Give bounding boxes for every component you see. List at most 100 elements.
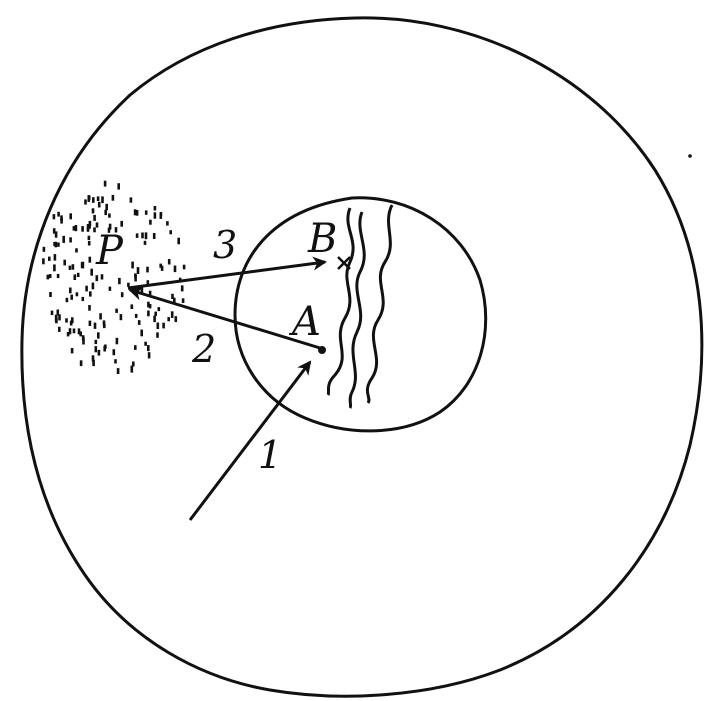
- stipple-dot: [118, 278, 121, 284]
- stipple-dot: [134, 345, 137, 350]
- stipple-dot: [134, 273, 137, 277]
- stipple-dot: [144, 342, 147, 346]
- stipple-dot: [181, 285, 184, 291]
- stipple-dot: [96, 222, 99, 227]
- stipple-dot: [90, 269, 93, 276]
- stipple-dot: [92, 283, 95, 290]
- stipple-dot: [89, 257, 92, 263]
- stipple-dot: [145, 210, 148, 214]
- stipple-dot: [49, 292, 52, 297]
- stipple-dot: [148, 352, 151, 358]
- stipple-dot: [82, 262, 85, 269]
- stipple-dot: [98, 202, 101, 208]
- stipple-dot: [57, 310, 60, 316]
- stipple-dot: [135, 314, 138, 318]
- stipple-dot: [103, 324, 106, 328]
- stipple-dot: [79, 331, 82, 336]
- stipple-dot: [131, 366, 134, 373]
- stipple-dot: [82, 338, 85, 345]
- stipple-dot: [53, 264, 56, 271]
- stipple-dot: [82, 297, 85, 301]
- stipple-dot: [115, 309, 118, 313]
- stipple-dot: [71, 348, 74, 353]
- stipple-dot: [77, 273, 80, 277]
- stipple-dot: [120, 221, 123, 227]
- stipple-dot: [74, 274, 77, 280]
- stipple-dot: [65, 318, 68, 322]
- stipple-dot: [43, 247, 46, 252]
- stipple-dot: [98, 350, 101, 356]
- stipple-dot: [81, 226, 84, 232]
- stipple-dot: [171, 311, 174, 318]
- label-point-a: A: [288, 299, 321, 345]
- stipple-dot: [104, 345, 107, 349]
- stipple-dot: [101, 274, 104, 279]
- stipple-dot: [159, 264, 162, 268]
- stipple-dot: [127, 283, 130, 287]
- stipple-dot: [87, 227, 90, 232]
- stipple-dot: [95, 340, 98, 344]
- stipple-dot: [113, 349, 116, 355]
- stipple-dot: [54, 254, 57, 261]
- stipple-dot: [144, 241, 147, 245]
- stipple-dot: [174, 266, 177, 273]
- label-arrow-1: 1: [258, 433, 282, 477]
- stipple-dot: [69, 213, 72, 219]
- stipple-dot: [57, 274, 60, 278]
- stipple-dot: [92, 197, 95, 203]
- stipple-dot: [48, 257, 51, 261]
- stipple-dot: [73, 329, 76, 334]
- stipple-dot: [156, 332, 159, 337]
- stipple-dot: [175, 316, 178, 322]
- stipple-dot: [121, 292, 124, 297]
- stipple-dot: [145, 232, 148, 239]
- stipple-dot: [70, 295, 73, 300]
- stipple-dot: [160, 214, 163, 219]
- stipple-dot: [60, 215, 63, 221]
- stipple-dot: [140, 330, 143, 337]
- stipple-dot: [88, 305, 91, 311]
- stipple-dot: [63, 260, 66, 266]
- stipple-dot: [89, 291, 92, 296]
- stipple-dot: [73, 226, 76, 231]
- stipple-dot: [92, 208, 95, 213]
- stipple-dot: [105, 204, 108, 210]
- stipple-dot: [104, 181, 107, 187]
- stipple-dot: [69, 266, 72, 270]
- stipple-dot: [88, 241, 91, 246]
- stipple-dot: [182, 298, 185, 303]
- stipple-dot: [158, 307, 161, 311]
- stipple-dot: [89, 321, 92, 326]
- stipple-dot: [109, 287, 112, 291]
- stipple-dot: [147, 302, 150, 308]
- stipple-dot: [67, 332, 70, 336]
- stipple-dot: [55, 315, 58, 322]
- stipple-dot: [95, 346, 98, 352]
- stipple-dot: [169, 230, 172, 234]
- label-arrow-2: 2: [191, 327, 216, 371]
- point-a-dot: [318, 346, 326, 354]
- stipple-dot: [114, 359, 117, 363]
- stipple-dot: [42, 258, 45, 264]
- stipple-dot: [120, 314, 123, 320]
- stipple-dot: [85, 286, 88, 292]
- stipple-dot: [134, 209, 137, 215]
- stippled-dot-cluster: [42, 181, 185, 374]
- stipple-dot: [88, 236, 91, 240]
- stipple-dot: [72, 264, 75, 270]
- stipple-dot: [154, 312, 157, 316]
- stipple-dot: [153, 316, 156, 323]
- stipple-dot: [80, 360, 83, 366]
- stipple-dot: [168, 259, 171, 265]
- label-point-p: P: [95, 228, 124, 274]
- stipple-dot: [75, 248, 78, 252]
- label-point-b: B: [307, 216, 337, 262]
- stipple-dot: [137, 267, 140, 274]
- stipple-dot: [69, 288, 72, 294]
- stipple-dot: [157, 323, 160, 330]
- stipple-dot: [177, 238, 180, 245]
- stipple-dot: [104, 210, 107, 215]
- stipple-dot: [49, 274, 52, 278]
- stipple-dot: [96, 275, 99, 281]
- stipple-dot: [136, 233, 139, 238]
